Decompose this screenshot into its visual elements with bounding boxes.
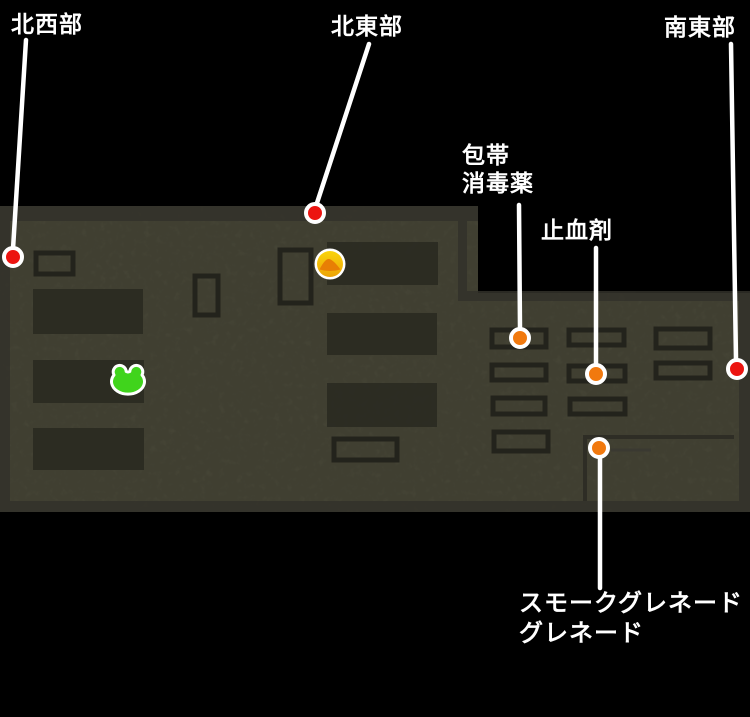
- connector-supplies: [516, 202, 523, 332]
- label-grenades: スモークグレネード グレネード: [519, 589, 743, 649]
- connector-southeast: [728, 41, 739, 363]
- wall-bottom: [0, 501, 750, 512]
- map-rooms-filled: [33, 242, 438, 470]
- connector-northeast: [313, 41, 372, 209]
- label-northwest: 北西部: [11, 11, 83, 37]
- frog-shape: [110, 363, 146, 396]
- room-outline: [192, 273, 221, 318]
- wall-cutout-left: [458, 212, 467, 301]
- marker-red-northeast[interactable]: [304, 202, 326, 224]
- room-outline: [277, 247, 314, 306]
- connector-lines: [10, 37, 739, 591]
- marker-red-southeast[interactable]: [726, 358, 748, 380]
- label-grenades-line1: スモークグレネード: [519, 590, 744, 617]
- interior-wall-lines: [583, 435, 734, 501]
- map-walls: [0, 206, 750, 512]
- room-block: [327, 313, 437, 355]
- marker-orange-hemostatic[interactable]: [585, 363, 607, 385]
- frog-icon[interactable]: [110, 363, 146, 396]
- room-outline: [491, 429, 551, 454]
- connector-northwest: [10, 37, 29, 252]
- room-outline: [33, 250, 76, 277]
- wall-top: [0, 206, 478, 221]
- room-outline: [331, 436, 400, 463]
- loot-pile-mound: [319, 258, 341, 271]
- label-supplies-line1: 包帯: [462, 142, 510, 168]
- room-block: [33, 428, 144, 470]
- label-northeast: 北東部: [331, 13, 403, 39]
- loot-pile-icon[interactable]: [314, 248, 346, 280]
- wall-right: [739, 293, 750, 501]
- marker-orange-grenades[interactable]: [588, 437, 610, 459]
- label-hemostatic: 止血剤: [541, 217, 613, 243]
- wall-left: [0, 206, 10, 512]
- label-grenades-line2: グレネード: [519, 620, 644, 647]
- label-supplies: 包帯 消毒薬: [462, 141, 534, 197]
- room-block: [327, 383, 437, 427]
- room-block: [327, 242, 438, 285]
- room-block: [33, 289, 143, 334]
- room-outline: [653, 360, 713, 381]
- marker-red-northwest[interactable]: [2, 246, 24, 268]
- room-outline: [567, 396, 628, 417]
- marker-orange-supplies[interactable]: [509, 327, 531, 349]
- room-outline: [653, 326, 713, 351]
- label-supplies-line2: 消毒薬: [462, 170, 534, 196]
- label-southeast: 南東部: [664, 14, 736, 40]
- room-outline: [489, 362, 549, 383]
- room-outline: [490, 395, 548, 417]
- wall-below-cutout: [461, 291, 750, 301]
